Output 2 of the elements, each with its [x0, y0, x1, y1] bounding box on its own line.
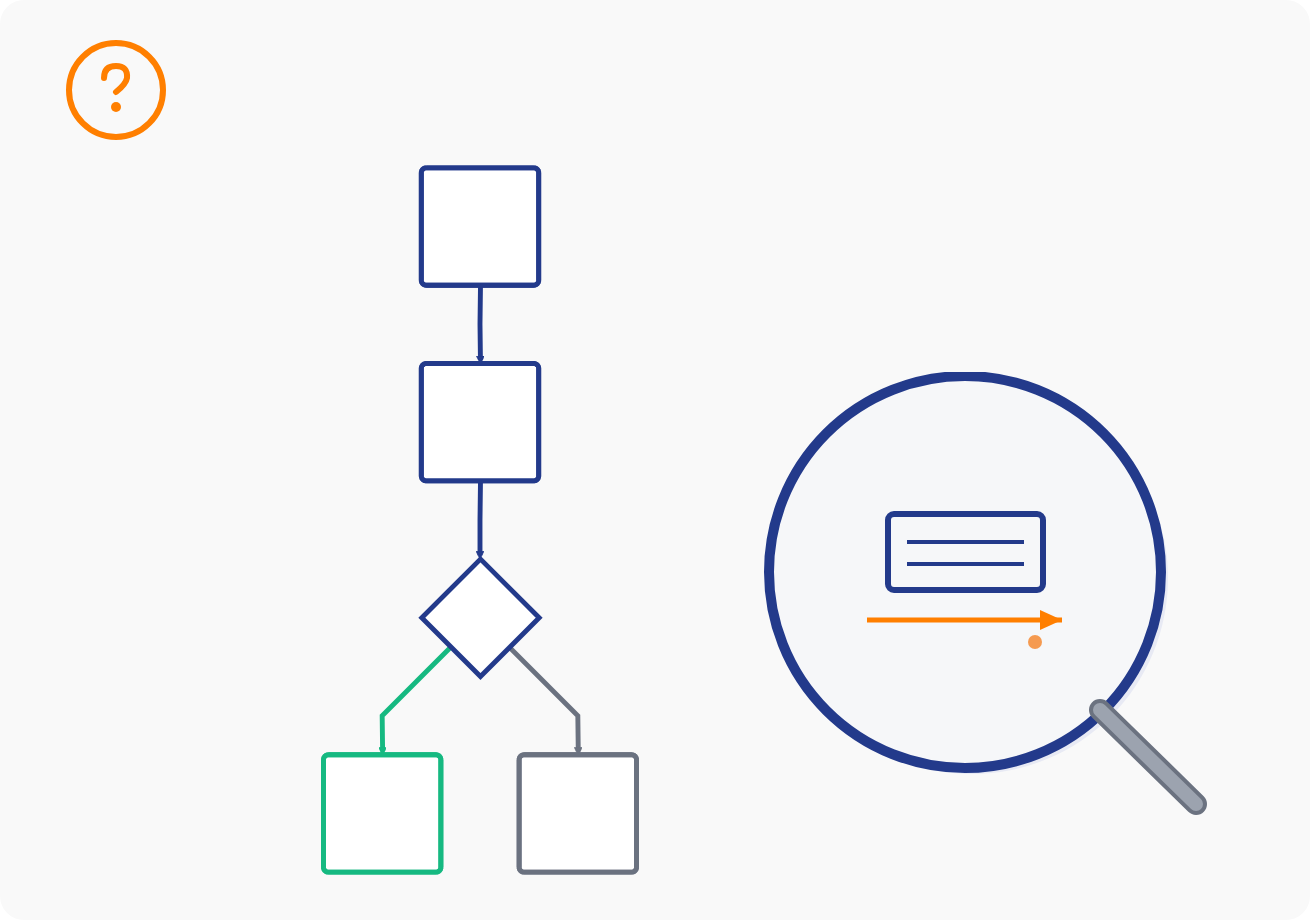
node-diamond [418, 555, 543, 680]
arrow [475, 481, 485, 560]
